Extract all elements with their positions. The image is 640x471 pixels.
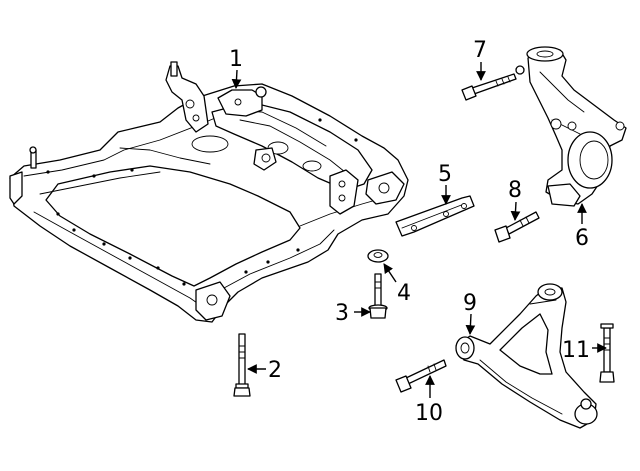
callout-2: 2 xyxy=(268,358,282,383)
control-arm-rear-bolt xyxy=(599,323,615,383)
callout-10: 10 xyxy=(415,401,443,426)
steering-knuckle xyxy=(526,46,627,207)
knuckle-pinch-bolt xyxy=(494,211,540,243)
callout-8: 8 xyxy=(508,178,522,203)
callout-labels: 1 2 3 4 5 6 7 8 9 10 11 xyxy=(229,38,590,426)
washer xyxy=(367,249,389,263)
callout-6: 6 xyxy=(575,226,589,251)
callout-3: 3 xyxy=(335,301,349,326)
control-arm-bolt xyxy=(395,359,447,393)
callout-4: 4 xyxy=(397,281,411,306)
lower-control-arm xyxy=(455,283,598,429)
subframe-crossmember xyxy=(9,61,409,323)
callout-1: 1 xyxy=(229,47,243,72)
callout-5: 5 xyxy=(438,162,452,187)
callout-9: 9 xyxy=(463,291,477,316)
callout-leaders xyxy=(231,62,607,398)
callout-7: 7 xyxy=(473,38,487,63)
subframe-bolt-short xyxy=(368,273,388,319)
knuckle-bolt xyxy=(461,65,525,101)
subframe-bolt-long xyxy=(233,333,251,397)
reinforcement-bracket xyxy=(395,195,475,237)
callout-11: 11 xyxy=(562,338,590,363)
